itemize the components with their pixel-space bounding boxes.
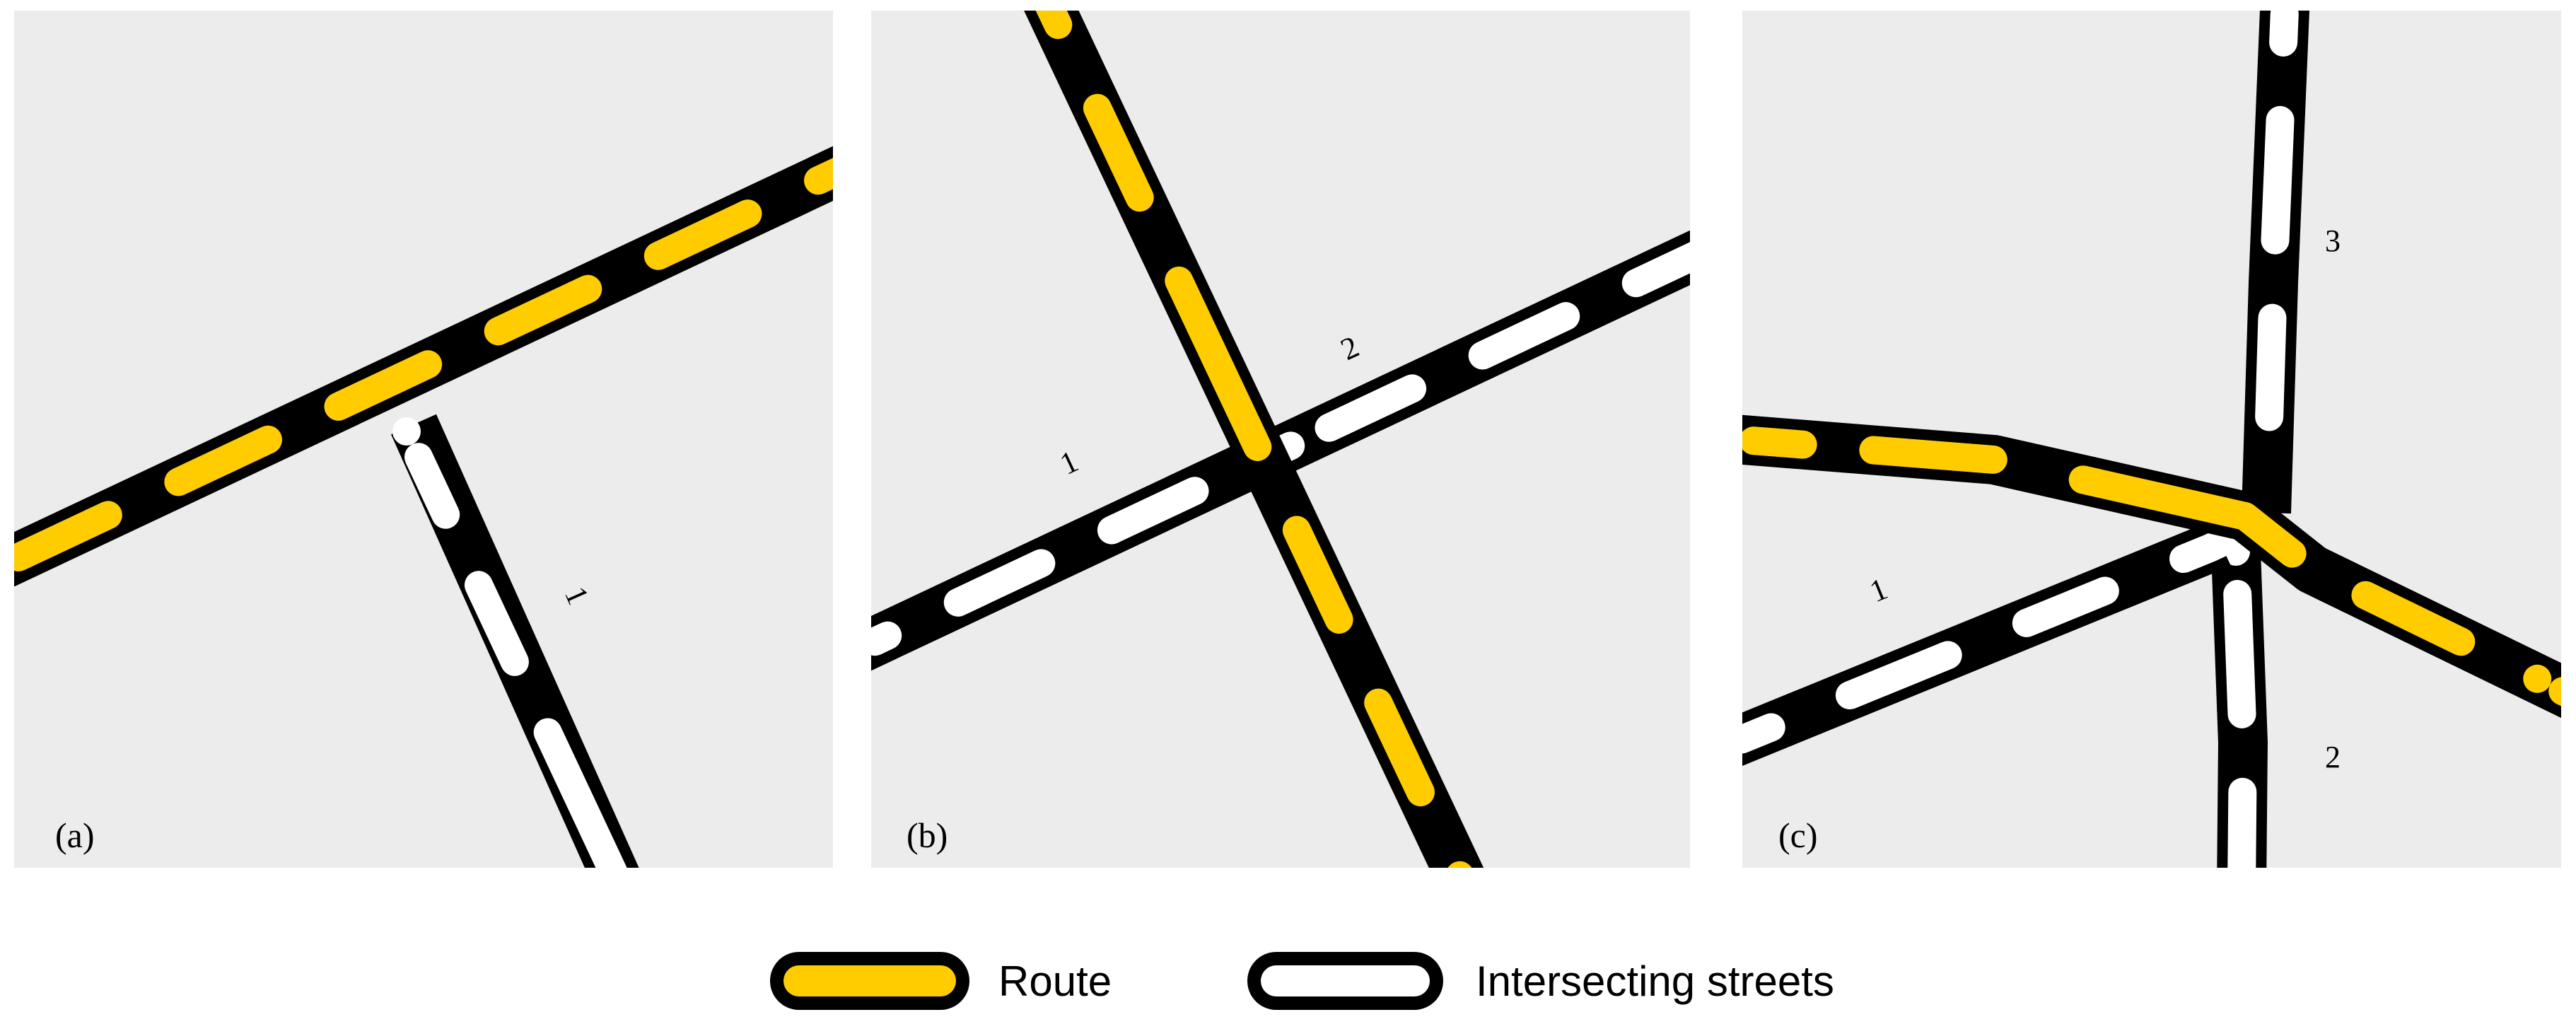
panel-c-street-2-label: 2	[2325, 740, 2341, 774]
panel-c-route-dashes	[1742, 425, 2561, 707]
panel-c-street-3-casing	[2242, 11, 2309, 514]
panel-a-street-1-dashes	[392, 417, 627, 868]
legend-route-label: Route	[998, 958, 1112, 1005]
panel-b: 1 2 (b)	[871, 11, 1690, 868]
panel-c-label: (c)	[1778, 815, 1818, 855]
panel-b-label: (b)	[907, 815, 948, 855]
legend: Route Intersecting streets	[770, 952, 1834, 1010]
panel-a: 1 (a)	[14, 11, 833, 868]
panel-b-route-dashes	[1035, 11, 1472, 868]
panel-c-street-1-dashes	[1742, 529, 2234, 755]
panel-c: 1 2 3 (c)	[1742, 11, 2561, 868]
panel-c-street-2-dashes	[2222, 537, 2257, 868]
panel-c-street-3-label: 3	[2325, 223, 2341, 258]
legend-streets-label: Intersecting streets	[1476, 958, 1834, 1005]
panel-a-label: (a)	[55, 815, 95, 855]
panel-a-route-dashes	[14, 158, 833, 575]
